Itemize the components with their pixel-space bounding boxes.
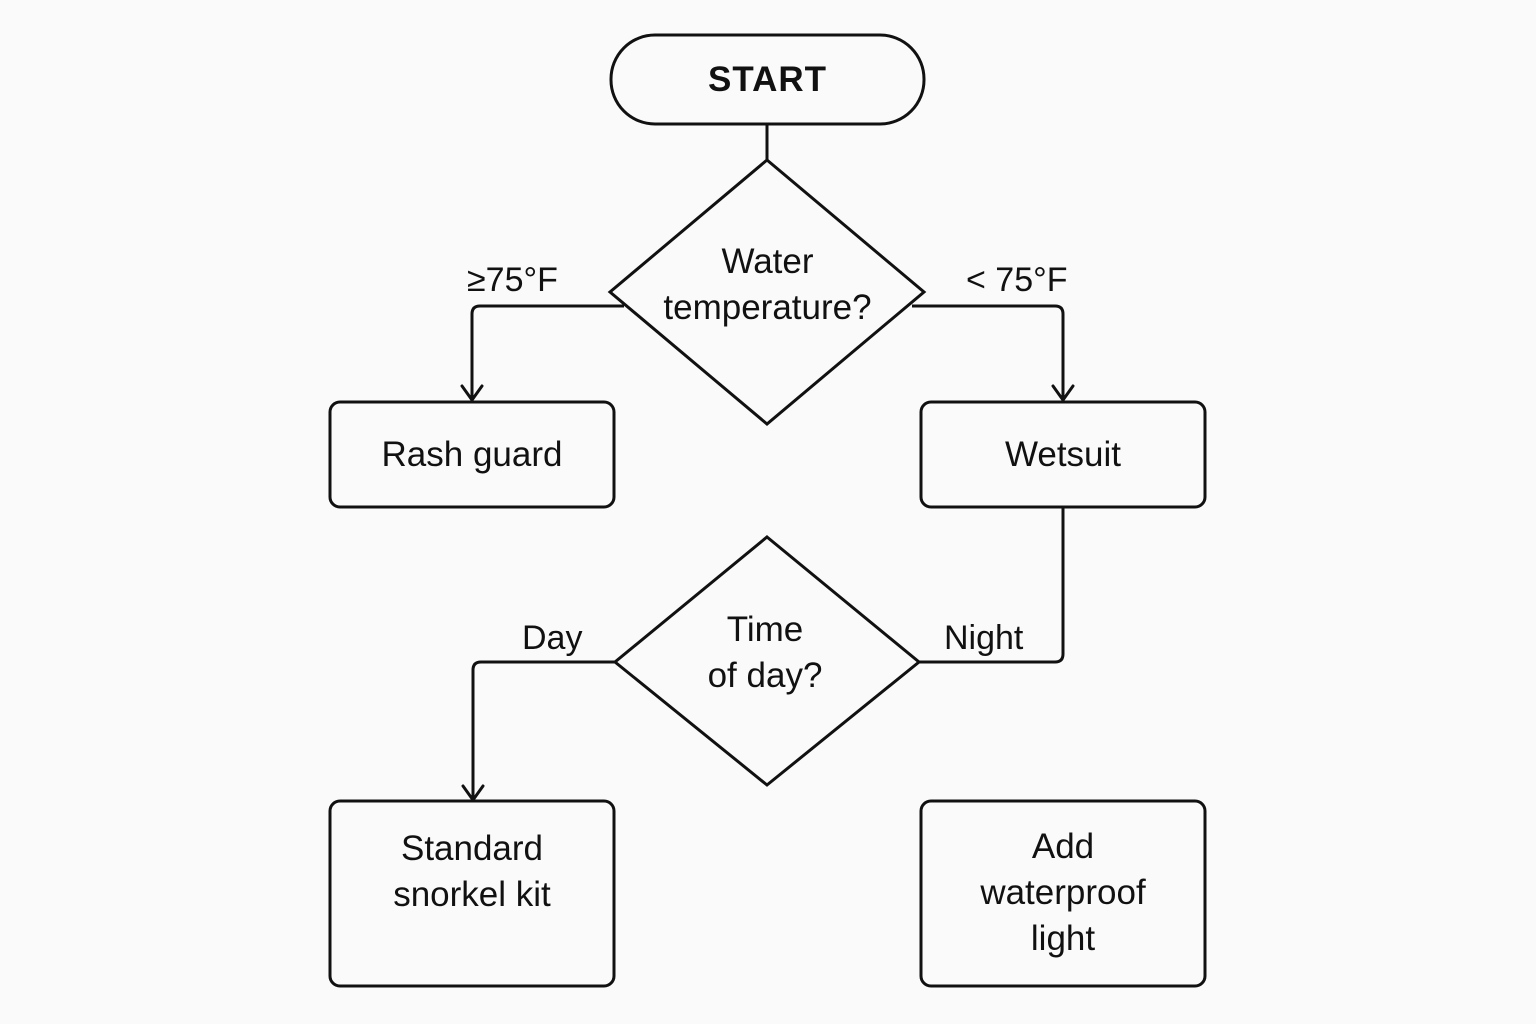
edge-label-night: Night — [944, 619, 1024, 657]
standard-kit-label: Standard snorkel kit — [393, 829, 551, 914]
connector-warm-branch — [470, 304, 624, 400]
start-label: START — [707, 59, 828, 99]
edge-label-warm: ≥75°F — [467, 261, 558, 299]
rash-guard-label: Rash guard — [381, 434, 563, 474]
time-of-day-decision-shape — [612, 535, 922, 787]
time-of-day-label: Time of day? — [707, 610, 823, 695]
connector-wetsuit-to-time-of-day — [919, 507, 1065, 664]
connector-cold-branch — [912, 304, 1065, 400]
standard-kit-box-shape — [328, 799, 616, 988]
edge-label-cold: < 75°F — [966, 261, 1068, 299]
start-terminal-shape — [609, 33, 926, 126]
arrowhead-to-wetsuit — [1051, 384, 1075, 402]
arrowhead-to-rash-guard — [460, 384, 484, 402]
waterproof-light-label: Add waterproof light — [980, 827, 1146, 958]
wetsuit-label: Wetsuit — [1004, 434, 1122, 474]
edge-label-day: Day — [522, 619, 583, 657]
connector-day-branch — [471, 660, 617, 800]
wetsuit-box-shape — [919, 400, 1207, 509]
water-temperature-decision-shape — [607, 158, 927, 426]
waterproof-light-box-shape — [919, 799, 1207, 988]
water-temperature-label: Water temperature? — [663, 242, 872, 327]
rash-guard-box-shape — [328, 400, 616, 509]
